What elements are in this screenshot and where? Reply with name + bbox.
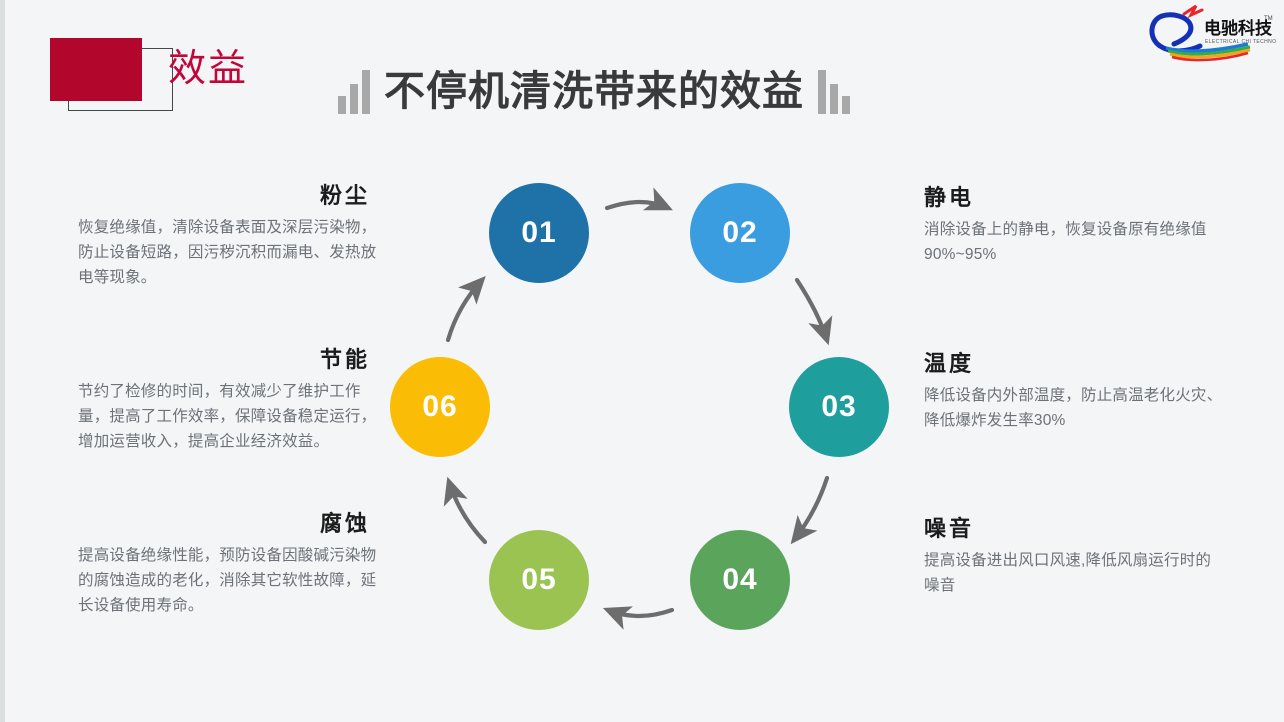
info-title-noise: 噪音	[924, 516, 975, 541]
cycle-node-01-label: 01	[521, 216, 557, 249]
cycle-node-04[interactable]: 04	[690, 530, 790, 630]
info-body-static: 消除设备上的静电，恢复设备原有绝缘值90%~95%	[924, 220, 1207, 263]
info-body-dust: 恢复绝缘值，清除设备表面及深层污染物，防止设备短路，因污秽沉积而漏电、发热放电等…	[78, 218, 377, 286]
info-block-static: 静电 消除设备上的静电，恢复设备原有绝缘值90%~95%	[924, 184, 1224, 267]
info-title-corrosion: 腐蚀	[319, 511, 370, 536]
info-block-temperature: 温度 降低设备内外部温度，防止高温老化火灾、降低爆炸发生率30%	[924, 350, 1224, 433]
info-block-energy: 节能 节约了检修的时间，有效减少了维护工作量，提高了工作效率，保障设备稳定运行，…	[78, 346, 378, 454]
info-block-noise: 噪音 提高设备进出风口风速,降低风扇运行时的噪音	[924, 515, 1224, 598]
arrow-05-to-06	[443, 476, 488, 545]
info-body-energy: 节约了检修的时间，有效减少了维护工作量，提高了工作效率，保障设备稳定运行，增加运…	[78, 382, 377, 450]
bar-chart-descending-icon	[818, 68, 850, 114]
arrow-06-to-01	[445, 275, 486, 343]
cycle-node-06[interactable]: 06	[390, 357, 490, 457]
arrow-01-to-02	[604, 187, 673, 211]
cycle-node-05-label: 05	[521, 563, 557, 596]
info-block-corrosion: 腐蚀 提高设备绝缘性能，预防设备因酸碱污染物的腐蚀造成的老化，消除其它软性故障，…	[78, 510, 378, 618]
info-title-static: 静电	[924, 185, 975, 210]
svg-text:ELECTRICAL CHI TECHNOLOGY: ELECTRICAL CHI TECHNOLOGY	[1205, 39, 1276, 45]
arrow-02-to-03	[794, 277, 833, 346]
svg-text:TM: TM	[1264, 16, 1273, 22]
cycle-node-01[interactable]: 01	[489, 183, 589, 283]
info-block-dust: 粉尘 恢复绝缘值，清除设备表面及深层污染物，防止设备短路，因污秽沉积而漏电、发热…	[78, 182, 378, 290]
info-title-dust: 粉尘	[319, 183, 370, 208]
section-badge	[50, 38, 180, 118]
cycle-node-05[interactable]: 05	[489, 530, 589, 630]
arrow-04-to-05	[602, 606, 675, 630]
info-title-energy: 节能	[319, 347, 370, 372]
cycle-node-02[interactable]: 02	[690, 183, 790, 283]
left-edge-strip	[0, 0, 5, 722]
arrow-03-to-04	[790, 475, 830, 545]
cycle-node-03-label: 03	[821, 390, 857, 423]
info-body-temperature: 降低设备内外部温度，防止高温老化火灾、降低爆炸发生率30%	[924, 386, 1223, 429]
section-badge-label: 效益	[168, 48, 249, 90]
arrow-group	[443, 187, 833, 630]
info-title-temperature: 温度	[924, 351, 975, 376]
cycle-node-03[interactable]: 03	[789, 357, 889, 457]
cycle-diagram: 01 02 03 04 05 06	[380, 160, 900, 680]
cycle-arrows	[443, 187, 833, 630]
svg-text:电驰科技: 电驰科技	[1204, 18, 1273, 38]
info-body-noise: 提高设备进出风口风速,降低风扇运行时的噪音	[924, 551, 1212, 594]
bar-chart-ascending-icon	[338, 68, 370, 114]
company-logo: 电驰科技 ELECTRICAL CHI TECHNOLOGY TM	[1144, 4, 1276, 62]
cycle-node-04-label: 04	[722, 563, 758, 596]
logo-graphic: 电驰科技 ELECTRICAL CHI TECHNOLOGY TM	[1149, 4, 1276, 62]
title-row: 不停机清洗带来的效益	[338, 68, 850, 114]
badge-red-box	[50, 38, 142, 101]
cycle-node-06-label: 06	[422, 390, 458, 423]
page-title: 不停机清洗带来的效益	[384, 68, 804, 114]
cycle-node-02-label: 02	[722, 216, 758, 249]
info-body-corrosion: 提高设备绝缘性能，预防设备因酸碱污染物的腐蚀造成的老化，消除其它软性故障，延长设…	[78, 546, 377, 614]
